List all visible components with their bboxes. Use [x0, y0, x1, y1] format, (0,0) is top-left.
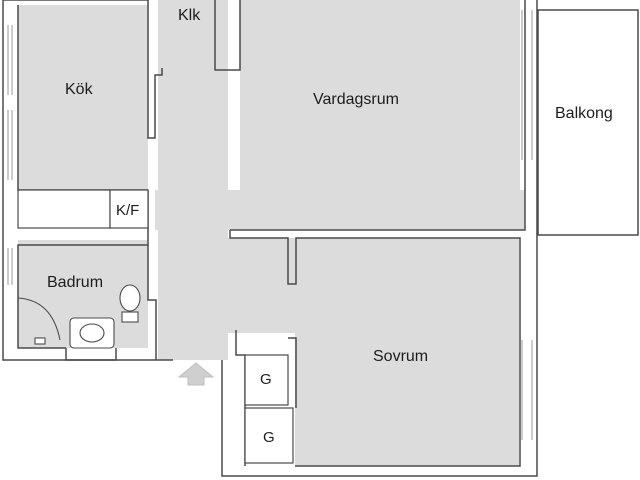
- room-label-sovrum: Sovrum: [373, 348, 429, 365]
- counter: [17, 189, 111, 229]
- mid-floor: [225, 238, 295, 333]
- fixture-label-g1: G: [260, 371, 272, 388]
- room-label-balkong: Balkong: [555, 105, 613, 122]
- fixture-label-g2: G: [263, 429, 275, 446]
- sink-basin: [79, 323, 105, 343]
- windows: [7, 10, 533, 440]
- room-label-vardagsrum: Vardagsrum: [313, 91, 399, 108]
- vardagsrum-wall: [229, 0, 526, 467]
- outer-wall: [2, 0, 538, 477]
- fixture-label-kf: K/F: [116, 202, 140, 219]
- balkong-outline: [537, 9, 639, 236]
- toilet-bowl: [119, 284, 141, 312]
- corridor-floor: [155, 190, 525, 230]
- room-label-kok: Kök: [65, 81, 93, 98]
- klk-floor: [160, 0, 218, 68]
- shower-arc: [17, 297, 61, 341]
- closets: [244, 354, 294, 464]
- bathroom-fixtures: [17, 284, 141, 349]
- toilet-tank: [121, 311, 139, 323]
- balkong: [537, 9, 639, 236]
- closet-2: [244, 407, 294, 464]
- entrance-arrow-icon: [177, 362, 215, 386]
- bath-floor-item: [34, 337, 46, 345]
- badrum-wall: [65, 245, 157, 361]
- room-label-badrum: Badrum: [47, 274, 104, 291]
- klk-wall: [214, 0, 241, 71]
- kok-floor: [18, 5, 148, 190]
- kf-box: [109, 189, 149, 229]
- closet-1: [244, 354, 289, 406]
- kitchen-counter: [17, 189, 149, 229]
- room-label-klk: Klk: [178, 7, 201, 24]
- sovrum-floor: [295, 238, 519, 466]
